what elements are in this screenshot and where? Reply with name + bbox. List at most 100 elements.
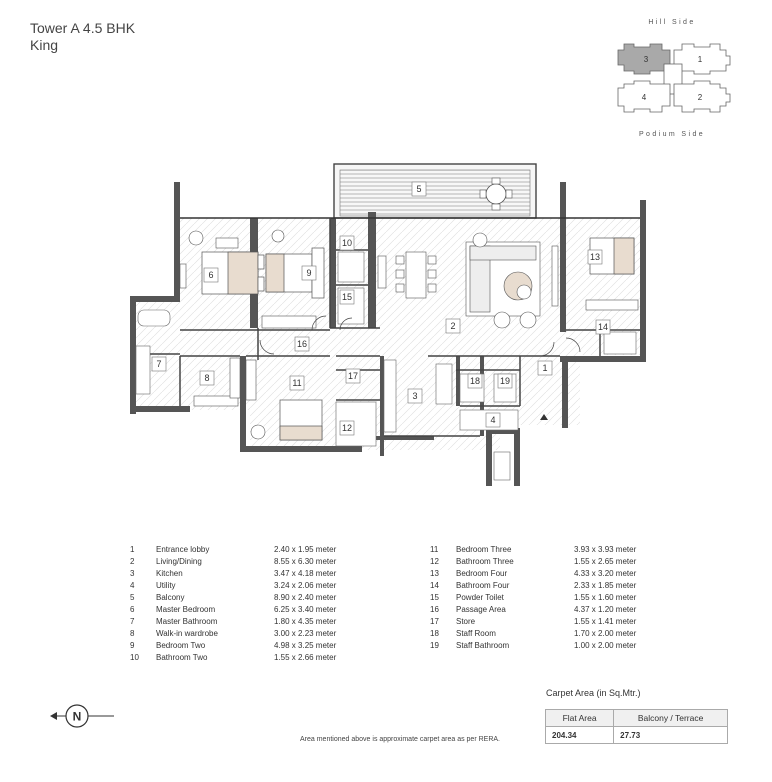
- bedroom-three-wardrobe: [245, 359, 257, 401]
- legend-dimension: 1.80 x 4.35 meter: [274, 617, 337, 626]
- bedroom-three-chair: [250, 424, 266, 440]
- key-unit-4-label: 4: [642, 93, 647, 102]
- interior-walls: [136, 218, 640, 437]
- carpet-area-table: Flat Area Balcony / Terrace 204.34 27.73: [544, 709, 728, 744]
- legend-number: 15: [430, 593, 439, 602]
- floor-plan: 1 2 3 4 5 6 7 8 9 10 11 12 13 14 15 16 1…: [130, 160, 660, 495]
- legend-room-name: Master Bathroom: [156, 617, 218, 626]
- dining-console: [377, 255, 387, 289]
- legend-number: 11: [430, 545, 439, 554]
- room-label-15: 15: [342, 292, 352, 302]
- balcony-terrace-value: 27.73: [613, 726, 728, 744]
- legend-dimension: 4.33 x 3.20 meter: [574, 569, 637, 578]
- legend-dimension: 8.55 x 6.30 meter: [274, 557, 337, 566]
- legend-room-name: Bedroom Two: [156, 641, 206, 650]
- living-cabinet: [551, 245, 559, 307]
- legend-number: 13: [430, 569, 439, 578]
- legend-room-name: Bedroom Three: [456, 545, 512, 554]
- bedroom-two-bed: [265, 247, 325, 299]
- wardrobe-rack: [229, 357, 241, 399]
- room-label-14: 14: [598, 322, 608, 332]
- room-label-10: 10: [342, 238, 352, 248]
- room-labels: 1 2 3 4 5 6 7 8 9 10 11 12 13 14 15 16 1…: [151, 181, 611, 436]
- legend-dimension: 1.55 x 2.66 meter: [274, 653, 337, 662]
- bathroom-four-fixtures: [603, 331, 637, 355]
- key-unit-3-label: 3: [644, 55, 649, 64]
- key-plan-bottom-label: Podium Side: [638, 131, 706, 138]
- legend-number: 2: [130, 557, 135, 566]
- legend-number: 16: [430, 605, 439, 614]
- legend-room-name: Entrance lobby: [156, 545, 210, 554]
- balcony-terrace-header: Balcony / Terrace: [613, 709, 728, 727]
- room-label-4: 4: [490, 415, 495, 425]
- room-label-17: 17: [348, 371, 358, 381]
- living-chair-1: [493, 311, 511, 329]
- master-chair: [188, 230, 204, 246]
- bedroom-four-wardrobe: [585, 299, 639, 311]
- wardrobe-shelves: [193, 395, 239, 407]
- master-bath-vanity: [135, 345, 151, 395]
- legend-number: 17: [430, 617, 439, 626]
- flat-area-header: Flat Area: [544, 709, 615, 727]
- key-unit-1-label: 1: [698, 55, 703, 64]
- key-plan: Hill Side 3 1 4 2 Podium Side: [606, 14, 738, 144]
- legend-room-name: Bathroom Three: [456, 557, 514, 566]
- legend-number: 10: [130, 653, 139, 662]
- living-lamp: [472, 232, 488, 248]
- entry-marker: [540, 414, 548, 420]
- dining-table: [395, 251, 437, 299]
- legend-dimension: 3.24 x 2.06 meter: [274, 581, 337, 590]
- master-bed: [201, 251, 265, 295]
- legend-number: 7: [130, 617, 135, 626]
- bathroom-two-fixtures: [337, 251, 365, 283]
- key-plan-drawing: 3 1 4 2: [617, 43, 731, 113]
- legend-number: 18: [430, 629, 439, 638]
- legend-room-name: Bedroom Four: [456, 569, 508, 578]
- key-unit-2-label: 2: [698, 93, 703, 102]
- room-label-9: 9: [306, 268, 311, 278]
- legend-room-name: Powder Toilet: [456, 593, 504, 602]
- key-unit-4-shape: [617, 80, 671, 113]
- legend-room-name: Staff Room: [456, 629, 496, 638]
- flat-area-value: 204.34: [544, 726, 615, 744]
- key-unit-2-shape: [673, 80, 731, 113]
- legend-number: 5: [130, 593, 135, 602]
- key-unit-1-shape: [673, 43, 731, 75]
- room-label-18: 18: [470, 376, 480, 386]
- room-label-11: 11: [292, 378, 301, 388]
- kitchen-counter: [383, 359, 397, 433]
- room-label-19: 19: [500, 376, 510, 386]
- legend-room-name: Passage Area: [456, 605, 506, 614]
- room-label-6: 6: [208, 270, 213, 280]
- legend-dimension: 2.40 x 1.95 meter: [274, 545, 337, 554]
- north-compass: N: [50, 704, 114, 728]
- legend-dimension: 1.00 x 2.00 meter: [574, 641, 637, 650]
- living-sofa: [465, 241, 541, 317]
- legend-room-name: Master Bedroom: [156, 605, 216, 614]
- legend-number: 19: [430, 641, 439, 650]
- legend-number: 8: [130, 629, 135, 638]
- room-label-7: 7: [156, 359, 161, 369]
- legend-number: 14: [430, 581, 439, 590]
- legend-dimension: 3.93 x 3.93 meter: [574, 545, 637, 554]
- legend-dimension: 4.37 x 1.20 meter: [574, 605, 637, 614]
- legend-number: 3: [130, 569, 135, 578]
- legend-dimension: 4.98 x 3.25 meter: [274, 641, 337, 650]
- legend-dimension: 3.00 x 2.23 meter: [274, 629, 337, 638]
- room-label-16: 16: [297, 339, 307, 349]
- legend-dimension: 1.55 x 2.65 meter: [574, 557, 637, 566]
- room-label-5: 5: [416, 184, 421, 194]
- key-plan-top-label: Hill Side: [648, 19, 696, 26]
- legend-room-name: Store: [456, 617, 476, 626]
- legend-dimension: 1.70 x 2.00 meter: [574, 629, 637, 638]
- room-label-2: 2: [450, 321, 455, 331]
- master-tv-unit: [179, 263, 187, 289]
- bedroom-two-chair: [271, 229, 285, 243]
- room-label-12: 12: [342, 423, 352, 433]
- legend-dimension: 1.55 x 1.41 meter: [574, 617, 637, 626]
- floor-plan-drawing: 1 2 3 4 5 6 7 8 9 10 11 12 13 14 15 16 1…: [130, 163, 646, 486]
- legend-dimension: 8.90 x 2.40 meter: [274, 593, 337, 602]
- key-unit-3-shape: [617, 43, 671, 75]
- kitchen-counter-2: [435, 363, 453, 405]
